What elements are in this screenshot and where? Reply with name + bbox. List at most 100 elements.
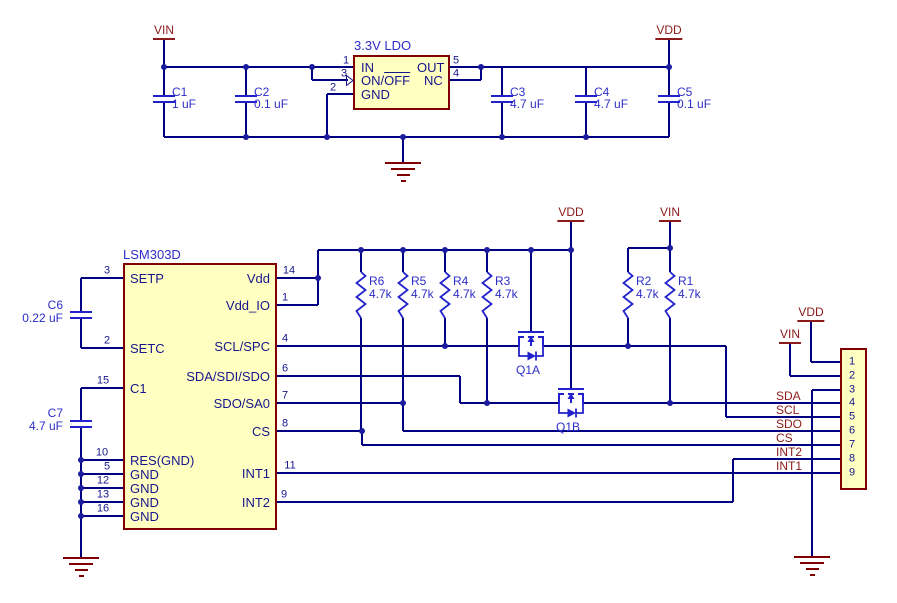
wire <box>668 103 670 137</box>
capacitor-plate <box>491 95 513 97</box>
junction-dot <box>78 485 84 491</box>
capacitor-value: 0.1 uF <box>677 97 712 111</box>
junction-dot <box>568 247 574 253</box>
resistor-value: 4.7k <box>678 287 701 301</box>
ldo-pin-number: 4 <box>452 67 460 80</box>
wire <box>501 67 503 95</box>
ic-pin-number: 9 <box>280 488 288 501</box>
wire <box>627 318 629 346</box>
header-pin-number: 2 <box>848 369 856 382</box>
ic-pin-number: 3 <box>103 264 111 277</box>
ic-pin-number: 6 <box>281 362 289 375</box>
junction-dot <box>315 275 321 281</box>
header-pin-number: 3 <box>848 383 856 396</box>
mosfet-ref: Q1A <box>516 363 541 377</box>
wire <box>530 250 532 332</box>
wire <box>277 501 733 503</box>
wire <box>81 473 123 475</box>
ground-icon <box>63 557 99 577</box>
wire <box>402 318 404 431</box>
ldo-pin-off-label: OFF <box>384 73 411 88</box>
ldo-pin-onoff-label: ON/OFF <box>361 74 410 87</box>
capacitor-value: 1 uF <box>172 97 197 111</box>
ldo-pin-number: 2 <box>329 81 337 94</box>
resistor-value: 4.7k <box>495 287 518 301</box>
wire <box>277 375 460 377</box>
junction-dot <box>484 400 490 406</box>
wire <box>312 79 348 81</box>
ic-pin-number: 4 <box>281 332 289 345</box>
junction-dot <box>309 64 315 70</box>
wire <box>81 277 123 279</box>
junction-dot <box>400 134 406 140</box>
ldo-pin-number: 3 <box>340 67 348 80</box>
ldo-pin-out-label: OUT <box>417 60 445 75</box>
vdd-supply-label: VDD <box>557 206 585 222</box>
junction-dot <box>78 513 84 519</box>
junction-dot <box>484 247 490 253</box>
wire <box>810 321 812 362</box>
junction-dot <box>243 64 249 70</box>
wire <box>81 459 123 461</box>
junction-dot <box>442 343 448 349</box>
wire <box>163 40 165 67</box>
wire <box>450 66 669 68</box>
junction-dot <box>324 134 330 140</box>
wire <box>163 67 165 95</box>
resistor-ref: R2 <box>636 274 652 288</box>
ic-pin-label: INT1 <box>241 466 270 481</box>
header-connector-body <box>840 348 867 490</box>
wire <box>80 319 82 348</box>
wire <box>669 221 671 248</box>
resistor-value: 4.7k <box>636 287 659 301</box>
wire <box>360 250 362 272</box>
wire <box>277 472 840 474</box>
wire <box>732 459 734 502</box>
junction-dot <box>78 471 84 477</box>
wire <box>402 250 404 272</box>
resistor-ref: R6 <box>369 274 385 288</box>
junction-dot <box>499 134 505 140</box>
junction-dot <box>400 400 406 406</box>
wire <box>669 248 671 272</box>
ic-pin-label: SDA/SDI/SDO <box>186 369 270 384</box>
ldo-pin-on-label: ON/ <box>361 73 385 88</box>
wire <box>403 430 840 432</box>
resistor-value: 4.7k <box>369 287 392 301</box>
resistor-ref: R1 <box>678 274 694 288</box>
wire <box>583 402 840 404</box>
ic-pin-label: GND <box>130 509 159 524</box>
ldo-pin-nc-label: NC <box>424 73 443 88</box>
net-label-sdo: SDO <box>776 417 803 431</box>
junction-dot <box>666 64 672 70</box>
wire <box>444 318 446 346</box>
net-label-cs: CS <box>776 431 793 445</box>
ic-pin-label: GND <box>130 481 159 496</box>
net-label-int2: INT2 <box>776 445 803 459</box>
ic-pin-label: RES(GND) <box>130 453 195 468</box>
header-pin-number: 7 <box>848 438 856 451</box>
capacitor-plate <box>70 317 92 319</box>
wire <box>668 67 670 95</box>
ic-pin-label: GND <box>130 495 159 510</box>
wire <box>80 428 82 558</box>
wire <box>80 388 82 420</box>
wire <box>812 389 840 391</box>
vin-supply-label: VIN <box>658 206 682 222</box>
header-pin-number: 4 <box>848 396 856 409</box>
wire <box>543 345 726 347</box>
junction-dot <box>478 64 484 70</box>
wire <box>460 402 559 404</box>
capacitor-plate <box>70 426 92 428</box>
wire <box>360 318 362 431</box>
wire <box>277 345 519 347</box>
wire <box>277 430 362 432</box>
mosfet-icon <box>558 388 584 418</box>
wire <box>277 304 318 306</box>
wire <box>245 67 247 95</box>
wire <box>733 458 840 460</box>
capacitor-ref: C1 <box>172 85 188 99</box>
junction-dot <box>78 499 84 505</box>
resistor-ref: R4 <box>453 274 469 288</box>
wire <box>164 66 353 68</box>
